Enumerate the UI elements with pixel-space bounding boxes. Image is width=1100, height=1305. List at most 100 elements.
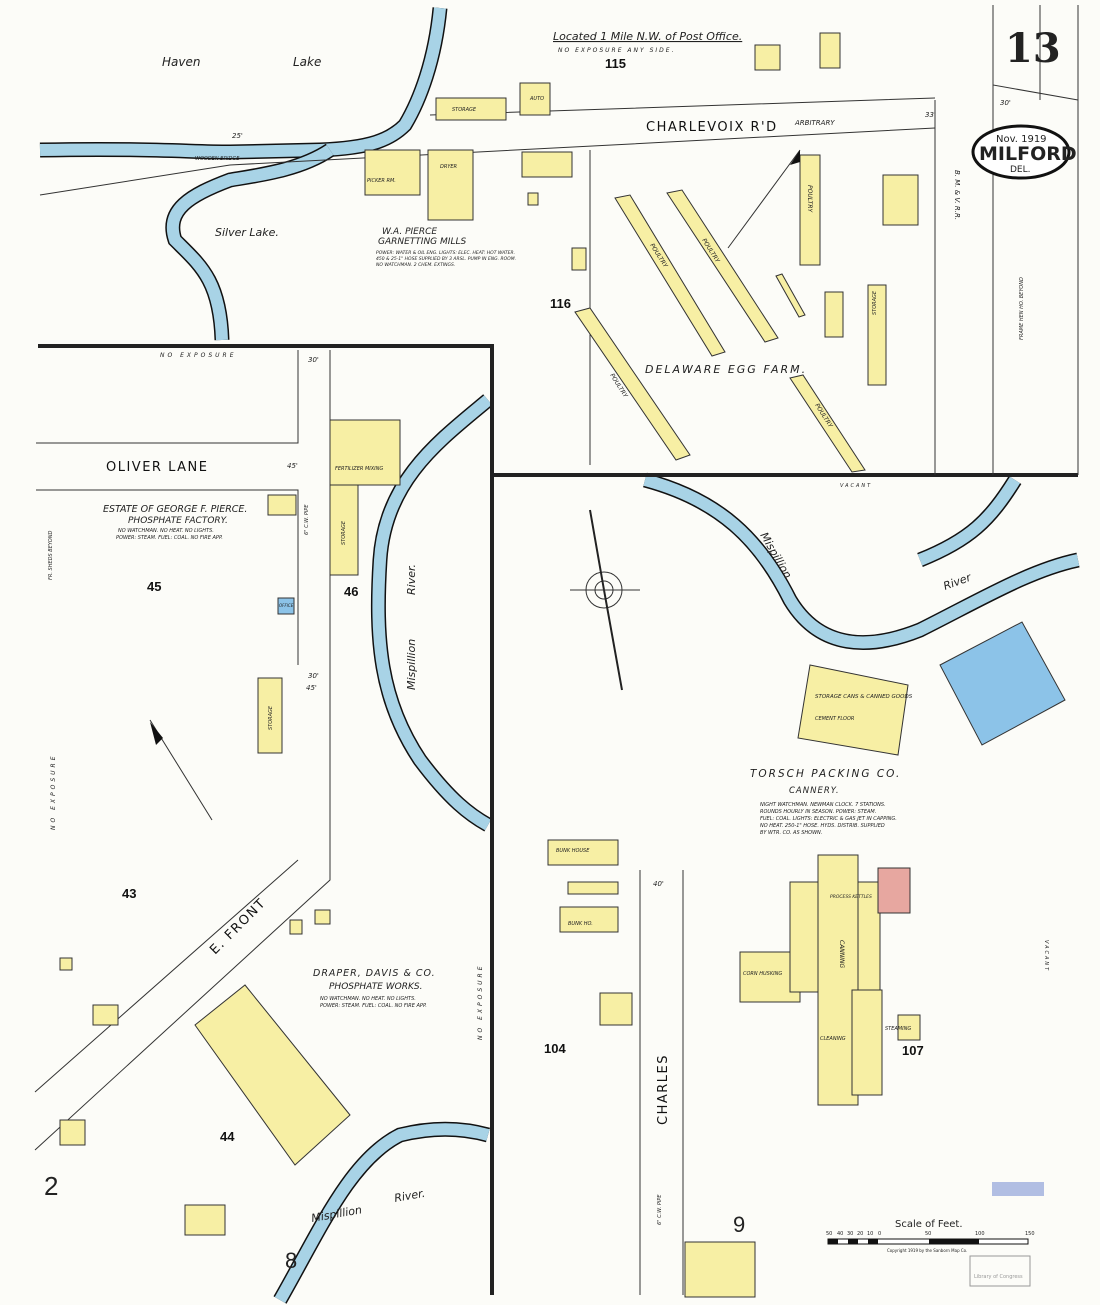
- exposure-label: NO EXPOSURE: [160, 352, 237, 359]
- pierce-name: W.A. PIERCE: [382, 227, 437, 237]
- torsch-note: BY WTR. CO. AS SHOWN.: [760, 830, 822, 836]
- buildings: [59, 32, 1066, 1298]
- building-label: BUNK HO.: [568, 921, 593, 927]
- block-number: 115: [605, 56, 626, 71]
- torsch-name: TORSCH PACKING CO.: [750, 768, 901, 780]
- estate-factory: PHOSPHATE FACTORY.: [128, 516, 228, 526]
- building-label: DRYER: [440, 164, 457, 170]
- building-label: CLEANING: [820, 1036, 846, 1042]
- location-note: Located 1 Mile N.W. of Post Office.: [553, 30, 742, 43]
- copyright: Copyright 1919 by the Sanborn Map Co.: [887, 1248, 967, 1253]
- water-label: River.: [393, 1187, 426, 1205]
- building-label: POULTRY: [806, 185, 813, 214]
- pierce-note: NO WATCHMAN. 2 CHEM. EXTINGS.: [376, 262, 455, 268]
- building-label: BUNK HOUSE: [556, 848, 590, 854]
- water-label: Haven: [162, 55, 200, 69]
- pipe-label: 6" C.W. PIPE: [657, 1194, 663, 1225]
- building-label: STORAGE CANS & CANNED GOODS: [815, 694, 913, 700]
- building-label: PROCESS KETTLES: [830, 894, 872, 900]
- bridge-label: WOODEN BRIDGE: [195, 156, 240, 162]
- railroad-label: B. M. & V. R.R.: [953, 170, 961, 220]
- torsch-note: ROUNDS HOURLY IN SEASON. POWER: STEAM.: [760, 809, 876, 815]
- block-numbers: 115 116 45 46 43 44 104 107 2 8 9: [44, 56, 924, 1273]
- water-label: Mispillion: [405, 639, 418, 690]
- estate-note: NO WATCHMAN. NO HEAT. NO LIGHTS.: [118, 528, 214, 534]
- stamp-text: Library of Congress: [974, 1274, 1023, 1280]
- scale-bar: Scale of Feet. 50 40 30 20 10 0 50 100 1…: [826, 1219, 1035, 1253]
- block-number: 44: [220, 1129, 235, 1144]
- city-name: MILFORD: [979, 143, 1077, 165]
- building-label: PICKER RM.: [367, 178, 396, 184]
- exposure-label: NO EXPOSURE: [477, 963, 484, 1040]
- building-label: STEAMING: [885, 1026, 911, 1032]
- width-label: 45': [306, 684, 317, 692]
- block-number: 46: [344, 584, 358, 599]
- torsch-note: FUEL: COAL. LIGHTS: ELECTRIC & GAS JET I…: [760, 816, 897, 822]
- building-label: STORAGE: [268, 705, 274, 730]
- block-number: 107: [902, 1043, 924, 1058]
- street-charles: CHARLES: [656, 1054, 671, 1125]
- draper-note: POWER: STEAM. FUEL: COAL. NO FIRE APP.: [320, 1003, 427, 1009]
- building-label: CEMENT FLOOR: [815, 716, 854, 722]
- water-label: Silver Lake.: [215, 226, 279, 239]
- adjoining-sheet-number: 2: [44, 1171, 58, 1201]
- estate-note: POWER: STEAM. FUEL: COAL. NO FIRE APP.: [116, 535, 223, 541]
- title-cartouche: Nov. 1919 MILFORD DEL.: [971, 124, 1077, 180]
- building-label: CORN HUSKING: [743, 971, 782, 977]
- torsch-note: NIGHT WATCHMAN. NEWMAN CLOCK. 7 STATIONS…: [760, 802, 886, 808]
- street-charlevoix: CHARLEVOIX R'D: [646, 120, 778, 135]
- scale-tick: 10: [867, 1231, 873, 1237]
- pierce-mill: GARNETTING MILLS: [378, 237, 466, 247]
- scale-title: Scale of Feet.: [895, 1219, 963, 1230]
- pierce-note: 450 & 25-1" HOSE SUPPLIED BY 3 ARSL. PUM…: [376, 256, 516, 262]
- building-label: FERTILIZER MIXING: [335, 466, 383, 472]
- street-widths: 30' 45' 30' 45' 40' 33' 30' 25': [232, 99, 1011, 888]
- building-label: STORAGE: [452, 107, 477, 113]
- estate-name: ESTATE OF GEORGE F. PIERCE.: [103, 504, 247, 515]
- draper-name: DRAPER, DAVIS & CO.: [313, 968, 436, 979]
- scale-tick: 150: [1025, 1231, 1035, 1237]
- scale-tick: 50: [826, 1231, 832, 1237]
- scale-tick: 0: [878, 1231, 881, 1237]
- adjoining-sheet-number: 9: [733, 1212, 745, 1237]
- exposure-note: NO EXPOSURE ANY SIDE.: [558, 47, 676, 54]
- scale-tick: 50: [925, 1231, 931, 1237]
- roads: [34, 97, 936, 1295]
- exposure-label: NO EXPOSURE: [50, 753, 57, 830]
- water-label: River.: [405, 564, 418, 595]
- water-label: Lake: [293, 55, 321, 69]
- state-name: DEL.: [1010, 165, 1031, 175]
- block-number: 104: [544, 1041, 566, 1056]
- width-label: 33': [925, 111, 936, 119]
- sheet-lines: [38, 5, 1079, 1295]
- street-oliver-lane: OLIVER LANE: [106, 460, 208, 475]
- torsch-cannery: CANNERY.: [789, 786, 840, 796]
- exposure-label: FR. SHEDS BEYOND: [48, 531, 54, 580]
- pipe-label: 6" C.W. PIPE: [304, 504, 310, 535]
- adjoining-sheet-number: 8: [285, 1248, 297, 1273]
- block-number: 116: [550, 296, 571, 311]
- scale-tick: 40: [837, 1231, 843, 1237]
- block-number: 45: [147, 579, 161, 594]
- width-label: 45': [287, 462, 298, 470]
- scale-tick: 100: [975, 1231, 985, 1237]
- water-label: River: [942, 570, 975, 592]
- building-label: STORAGE: [341, 520, 347, 545]
- north-arrows: [149, 149, 801, 821]
- width-label: 25': [232, 132, 243, 140]
- building-label: CANNING: [838, 940, 845, 969]
- street-e-front: E. FRONT: [207, 896, 269, 958]
- rivers: [39, 7, 1080, 1304]
- draper-works: PHOSPHATE WORKS.: [329, 982, 422, 992]
- compass-rose-icon: [570, 509, 640, 691]
- water-label: Mispillion: [310, 1203, 363, 1225]
- building-label: AUTO: [529, 96, 544, 102]
- egg-farm-label: DELAWARE EGG FARM.: [645, 363, 807, 376]
- vacant-label: VACANT: [1043, 940, 1049, 972]
- sheet-date: Nov. 1919: [996, 134, 1047, 145]
- block-number: 43: [122, 886, 136, 901]
- vacant-label: VACANT: [840, 483, 872, 489]
- pierce-note: POWER: WATER & OIL ENG. LIGHTS: ELEC. HE…: [376, 250, 515, 256]
